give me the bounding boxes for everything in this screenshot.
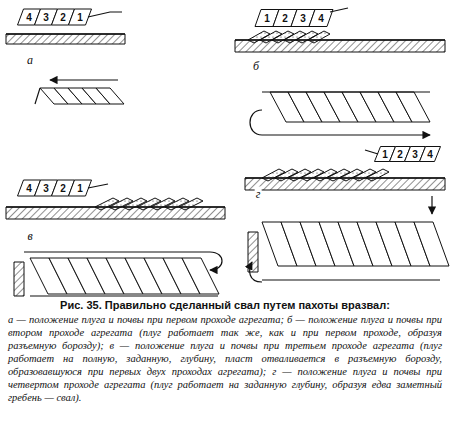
travel-path: [262, 91, 430, 92]
panel-letter: г: [255, 187, 262, 202]
plow-body-number: 1: [264, 13, 270, 24]
plan-strip: [182, 258, 219, 294]
travel-arrow: [50, 79, 118, 80]
travel-path: [24, 252, 222, 270]
plow-body-number: 3: [412, 149, 418, 160]
figure-caption: а — положение плуга и почвы при первом п…: [8, 313, 442, 404]
plow-body-number: 4: [427, 149, 433, 160]
field-edge: [14, 262, 24, 296]
plow-body-number: 3: [300, 13, 306, 24]
plow-frame: [88, 12, 122, 17]
plan-strip: [414, 222, 449, 266]
soil-section: [6, 34, 125, 44]
plow-body-number: 3: [43, 183, 49, 194]
travel-path: [30, 295, 218, 296]
field-edge: [248, 232, 258, 272]
plow-body: [309, 10, 333, 27]
furrow-slice: [308, 31, 330, 43]
plow-body-number: 4: [26, 183, 32, 194]
travel-path: [262, 279, 440, 280]
furrow-slice: [179, 198, 203, 210]
plow-body-number: 1: [382, 149, 388, 160]
plow-frame: [365, 150, 378, 154]
plow-body-number: 2: [397, 149, 403, 160]
plow-frame: [330, 8, 348, 12]
plow-body-number: 1: [77, 183, 83, 194]
figure-title: Рис. 35. Правильно сделанный свал путем …: [6, 299, 444, 311]
travel-path: [250, 262, 262, 282]
furrow-slice: [366, 169, 389, 181]
plow-body-number: 1: [77, 12, 83, 23]
ground-surface: [6, 33, 125, 34]
panel-letter: б: [252, 59, 260, 74]
plow-body-number: 3: [43, 12, 49, 23]
plan-strip: [396, 92, 430, 122]
plow-body-number: 4: [26, 12, 32, 23]
plow-body-number: 2: [60, 12, 66, 23]
plan-strip: [96, 88, 124, 104]
furrow-edge: [35, 88, 40, 104]
plow-body: [420, 147, 441, 162]
travel-path: [250, 110, 430, 135]
plow-frame: [88, 184, 108, 188]
plow-body-number: 2: [282, 13, 288, 24]
travel-direction: [431, 196, 432, 214]
plow-body-number: 2: [60, 183, 66, 194]
panel-letter: а: [26, 53, 34, 68]
plow-body-number: 4: [318, 13, 324, 24]
panel-letter: в: [26, 229, 33, 244]
